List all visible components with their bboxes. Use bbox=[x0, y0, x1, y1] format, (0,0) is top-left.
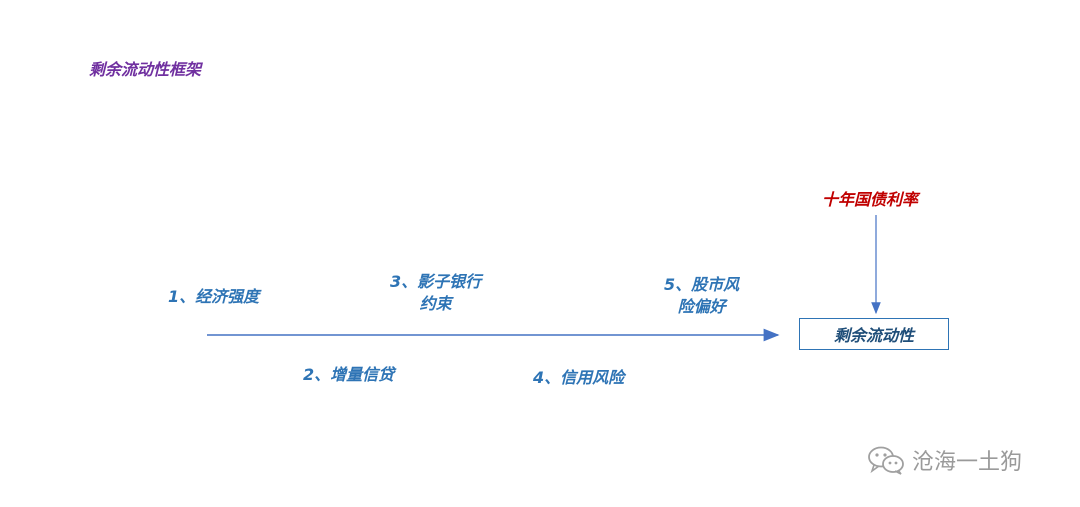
watermark-text: 沧海一土狗 bbox=[912, 450, 1023, 475]
factor-equity-risk-appetite: 5、股市风 险偏好 bbox=[664, 275, 740, 316]
factor-incremental-credit: 2、增量信贷 bbox=[303, 365, 395, 384]
bond-yield-label: 十年国债利率 bbox=[822, 190, 919, 209]
wechat-icon bbox=[868, 446, 904, 475]
factor-shadow-banking: 3、影子银行 约束 bbox=[390, 272, 482, 313]
excess-liquidity-box: 剩余流动性 bbox=[799, 318, 949, 350]
diagram-title: 剩余流动性框架 bbox=[89, 60, 202, 79]
excess-liquidity-label: 剩余流动性 bbox=[833, 326, 914, 345]
factor-economic-strength: 1、经济强度 bbox=[168, 287, 260, 306]
watermark: 沧海一土狗 bbox=[866, 444, 1022, 476]
factor-credit-risk: 4、信用风险 bbox=[533, 368, 625, 387]
